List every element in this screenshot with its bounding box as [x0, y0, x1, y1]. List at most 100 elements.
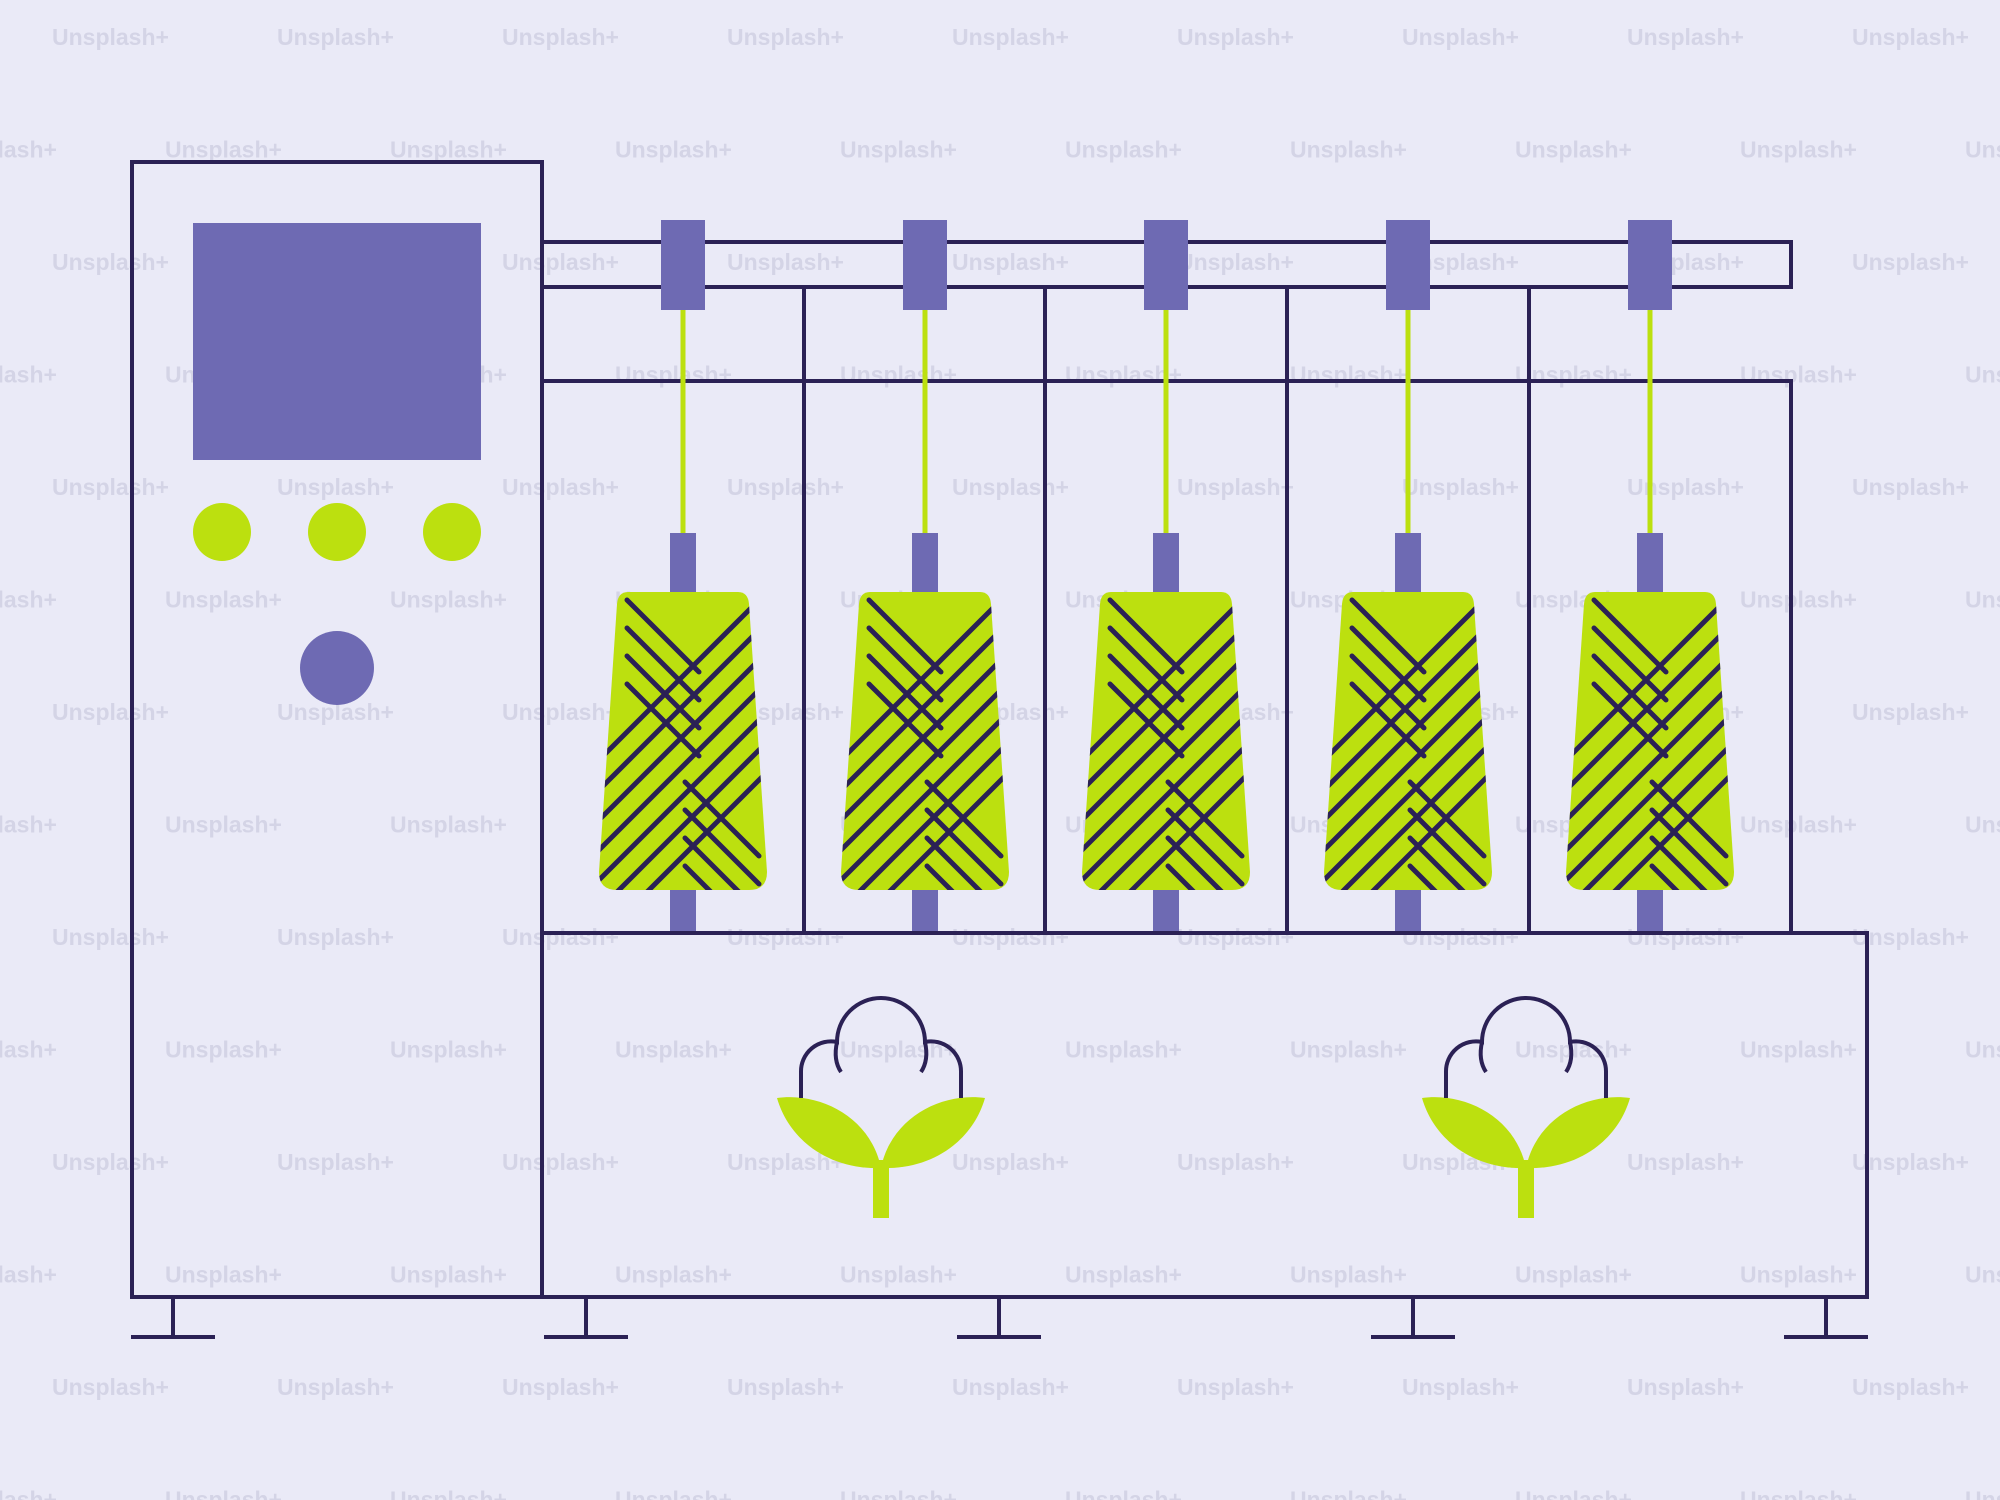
watermark-text: Unsplash+ — [1065, 362, 1182, 388]
wrap-line — [624, 625, 702, 703]
wrap-line — [841, 592, 1009, 890]
spindle-3 — [1082, 220, 1250, 933]
watermark-text: Unsplash+ — [277, 924, 394, 950]
watermark-text: Unsplash+ — [165, 812, 282, 838]
watermark-text: Unsplash+ — [52, 24, 169, 50]
watermark-text: Unsplash+ — [1402, 1374, 1519, 1400]
watermark-text: Unsplash+ — [1177, 249, 1294, 275]
watermark-text: Unsplash+ — [390, 587, 507, 613]
wrap-line — [1082, 592, 1250, 890]
wrap-line — [1165, 779, 1245, 859]
cotton-plants — [777, 996, 1630, 1218]
watermark-text: Unsplash+ — [1740, 1487, 1857, 1500]
watermark-text: Unsplash+ — [1290, 137, 1407, 163]
watermark-text: Unsplash+ — [1965, 587, 2000, 613]
watermark-text: Unsplash+ — [165, 587, 282, 613]
base-body — [542, 931, 1869, 1299]
control-cabinet — [130, 160, 544, 1299]
spindle-1 — [599, 220, 767, 933]
cotton-plant-icon — [777, 996, 985, 1218]
spindle-4 — [1324, 220, 1492, 933]
watermark-text: Unsplash+ — [277, 1149, 394, 1175]
wrap-line — [682, 779, 762, 859]
watermark-text: Unsplash+ — [952, 1374, 1069, 1400]
wrap-line — [866, 625, 944, 703]
plant-stem — [873, 1160, 889, 1218]
indicator-light-1 — [193, 503, 251, 561]
wrap-line — [1165, 835, 1245, 890]
wrap-line — [1361, 592, 1492, 890]
watermark-text: Unsplash+ — [1290, 1487, 1407, 1500]
watermark-text: Unsplash+ — [727, 1374, 844, 1400]
wrap-line — [1349, 625, 1427, 703]
watermark-text: Unsplash+ — [502, 24, 619, 50]
wrap-line — [1349, 681, 1427, 759]
plant-stem — [1518, 1160, 1534, 1218]
watermark-text: Unsplash+ — [0, 362, 57, 388]
wrap-line — [1082, 592, 1250, 890]
watermark-text: Unsplash+ — [52, 474, 169, 500]
wrap-line — [1603, 592, 1734, 890]
watermark-text: Unsplash+ — [502, 249, 619, 275]
watermark-text: Unsplash+ — [1852, 1374, 1969, 1400]
wrap-line — [1649, 807, 1729, 887]
watermark-text: Unsplash+ — [165, 1487, 282, 1500]
wrap-line — [1349, 653, 1427, 731]
watermark-text: Unsplash+ — [1177, 924, 1294, 950]
wrap-line — [1407, 863, 1487, 890]
watermark-text: Unsplash+ — [1852, 474, 1969, 500]
watermark-text: Unsplash+ — [1852, 1149, 1969, 1175]
watermark-text: Unsplash+ — [1852, 924, 1969, 950]
yarn-wrap-pattern — [1324, 592, 1492, 890]
watermark-text: Unsplash+ — [277, 1374, 394, 1400]
wrap-line — [599, 592, 767, 890]
watermark-text: Unsplash+ — [1627, 24, 1744, 50]
wrap-line — [924, 863, 1004, 890]
watermark-text: Unsplash+ — [1065, 137, 1182, 163]
watermark-text: Unsplash+ — [1852, 699, 1969, 725]
wrap-line — [1082, 592, 1250, 890]
watermark-text: Unsplash+ — [52, 1374, 169, 1400]
watermark-text: Unsplash+ — [1965, 1037, 2000, 1063]
watermark-text: Unsplash+ — [1290, 1037, 1407, 1063]
wrap-line — [624, 681, 702, 759]
watermark-text: Unsplash+ — [165, 1262, 282, 1288]
watermark-text: Unsplash+ — [1627, 474, 1744, 500]
wrap-line — [841, 592, 1009, 890]
wrap-line — [1107, 653, 1185, 731]
spindle-5 — [1566, 220, 1734, 933]
wrap-line — [924, 807, 1004, 887]
watermark-text: Unsplash+ — [390, 1037, 507, 1063]
watermark-text: Unsplash+ — [1177, 474, 1294, 500]
cotton-boll-fold — [1564, 1041, 1574, 1074]
wrap-line — [682, 835, 762, 890]
wrap-line — [878, 592, 1009, 890]
watermark-text: Unsplash+ — [1627, 1149, 1744, 1175]
watermark-text: Unsplash+ — [390, 137, 507, 163]
wrap-line — [841, 592, 1009, 890]
wrap-line — [1566, 592, 1734, 890]
indicator-light-2 — [308, 503, 366, 561]
wrap-line — [599, 592, 767, 890]
watermark-text: Unsplash+ — [1965, 362, 2000, 388]
wrap-line — [1082, 592, 1250, 890]
watermark-text: Unsplash+ — [1402, 24, 1519, 50]
wrap-line — [1566, 592, 1734, 890]
watermark-text: Unsplash+ — [952, 924, 1069, 950]
watermark-text: Unsplash+ — [1065, 1262, 1182, 1288]
wrap-line — [1566, 592, 1734, 890]
watermark-text: Unsplash+ — [52, 924, 169, 950]
plant-leaf-right — [881, 1097, 985, 1169]
watermark-text: Unsplash+ — [1402, 474, 1519, 500]
cotton-plant-icon — [1422, 996, 1630, 1218]
watermark-text: Unsplash+ — [390, 812, 507, 838]
wrap-line — [1107, 625, 1185, 703]
wrap-line — [1566, 592, 1734, 890]
spindle-shaft-top — [1637, 533, 1663, 593]
watermark-text: Unsplash+ — [1852, 24, 1969, 50]
watermark-text: Unsplash+ — [1290, 362, 1407, 388]
wrap-line — [1119, 592, 1250, 890]
wrap-line — [866, 681, 944, 759]
wrap-line — [1324, 592, 1492, 890]
